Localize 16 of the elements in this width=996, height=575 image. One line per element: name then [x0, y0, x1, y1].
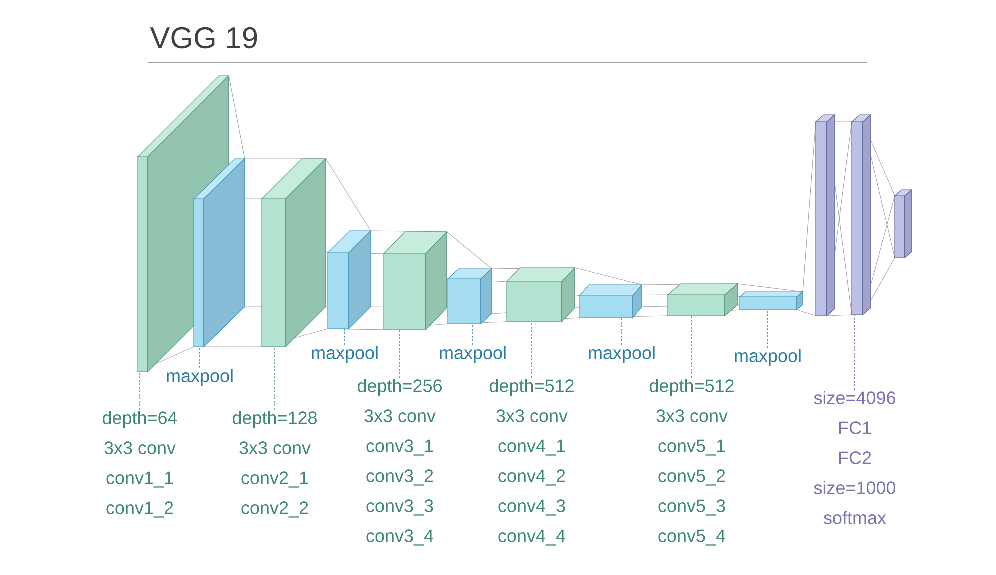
layer-label: size=4096 FC1 FC2 size=1000 softmax — [814, 391, 896, 524]
layer-label: depth=128 3x3 conv conv2_1 conv2_2 — [232, 411, 318, 518]
layer-label: maxpool — [735, 349, 801, 366]
layer-label: depth=512 3x3 conv conv4_1 conv4_2 conv4_3 conv4_4 — [490, 379, 574, 546]
layer-label: maxpool — [312, 346, 378, 363]
layer-label: maxpool — [440, 346, 506, 363]
leader-line — [472, 324, 474, 346]
layer-label: depth=512 3x3 conv conv5_1 conv5_2 conv5_3 conv5_4 — [650, 379, 734, 546]
layer-label: depth=256 3x3 conv conv3_1 conv3_2 conv3_3 conv3_4 — [358, 379, 442, 546]
leader-line — [854, 314, 856, 390]
leader-line — [274, 346, 276, 410]
layer-label: maxpool — [589, 346, 655, 363]
layer-label: maxpool — [167, 369, 233, 386]
title: VGG 19 — [150, 27, 258, 49]
layer-label: depth=64 3x3 conv conv1_1 conv1_2 — [102, 411, 178, 518]
leader-line — [344, 328, 346, 346]
